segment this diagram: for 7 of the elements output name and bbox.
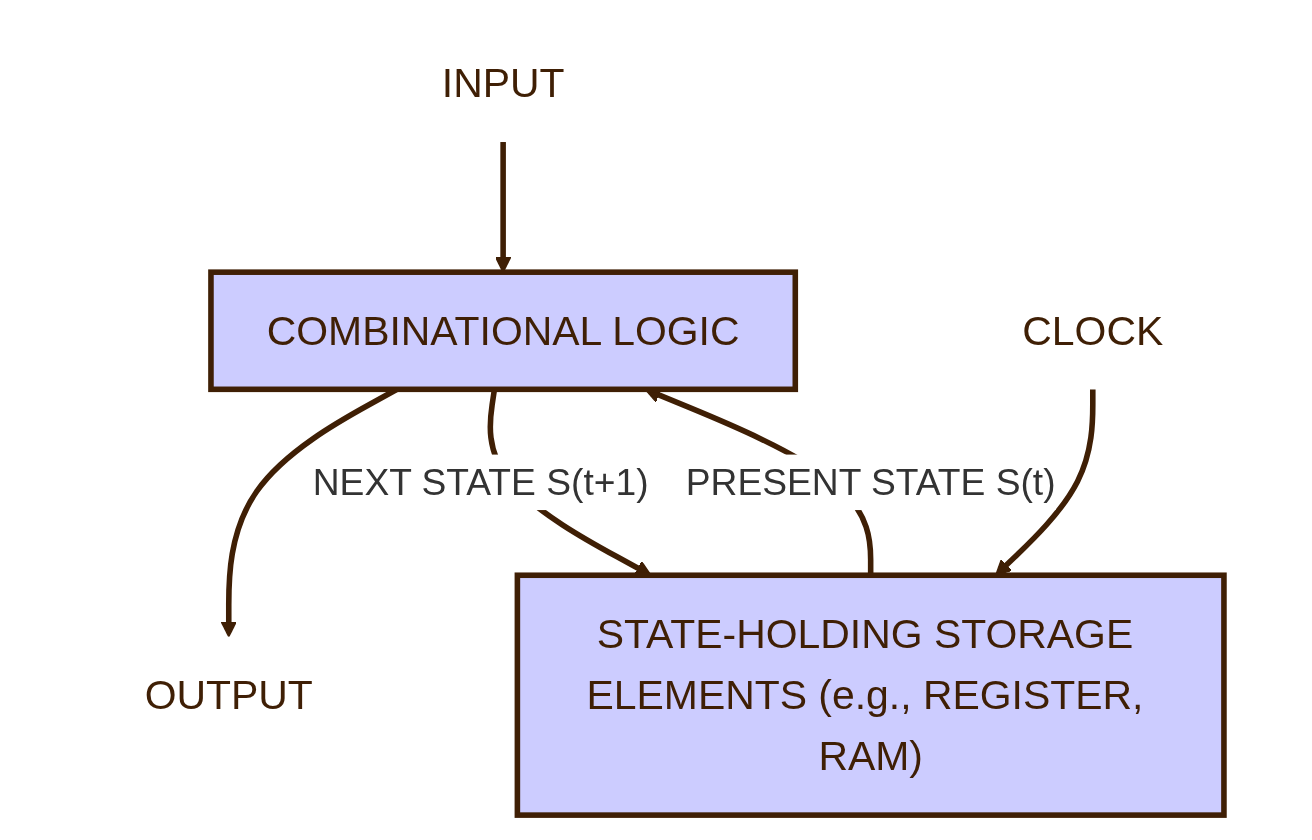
edge-label: PRESENT STATE S(t): [685, 461, 1056, 503]
node-text: CLOCK: [1021, 307, 1163, 354]
node-text: OUTPUT: [144, 671, 313, 719]
node-box: COMBINATIONAL LOGIC: [207, 269, 798, 393]
node-text: INPUT: [441, 60, 565, 107]
edge-label: NEXT STATE S(t+1): [312, 461, 649, 503]
node-box: STATE-HOLDING STORAGE ELEMENTS (e.g., REGISTER, RAM): [514, 572, 1227, 818]
